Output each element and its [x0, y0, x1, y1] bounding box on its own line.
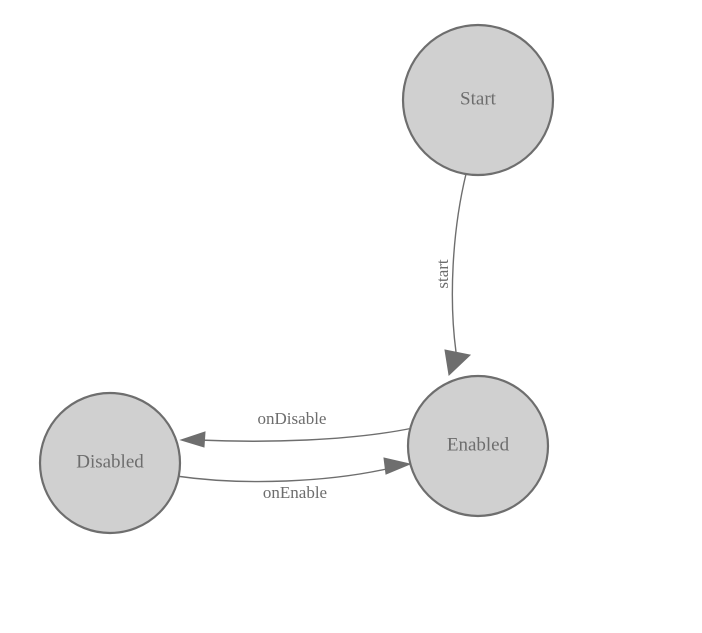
node-enabled-label: Enabled: [447, 434, 510, 455]
edge-path-start-to-enabled: [451, 173, 467, 353]
edge-label-ondisable: onDisable: [258, 409, 327, 428]
node-start-circle: [401, 23, 555, 177]
edge-path-disabled-to-enabled: [175, 467, 392, 483]
node-disabled-circle: [38, 391, 182, 535]
edge-path-enabled-to-disabled: [197, 427, 414, 442]
node-disabled[interactable]: Disabled: [38, 391, 182, 535]
edge-start-to-enabled[interactable]: start: [433, 173, 472, 377]
arrowhead-enabled-to-disabled: [179, 431, 206, 448]
edge-disabled-to-enabled[interactable]: onEnable: [175, 457, 412, 502]
node-start-label: Start: [460, 88, 497, 109]
arrowhead-start-to-enabled: [444, 349, 472, 377]
arrowhead-disabled-to-enabled: [383, 457, 412, 475]
node-enabled[interactable]: Enabled: [406, 374, 550, 518]
node-start[interactable]: Start: [401, 23, 555, 177]
edge-enabled-to-disabled[interactable]: onDisable: [179, 409, 414, 448]
edge-label-onenable: onEnable: [263, 483, 327, 502]
node-enabled-circle: [406, 374, 550, 518]
edge-label-start: start: [433, 259, 452, 289]
node-disabled-label: Disabled: [76, 451, 144, 472]
